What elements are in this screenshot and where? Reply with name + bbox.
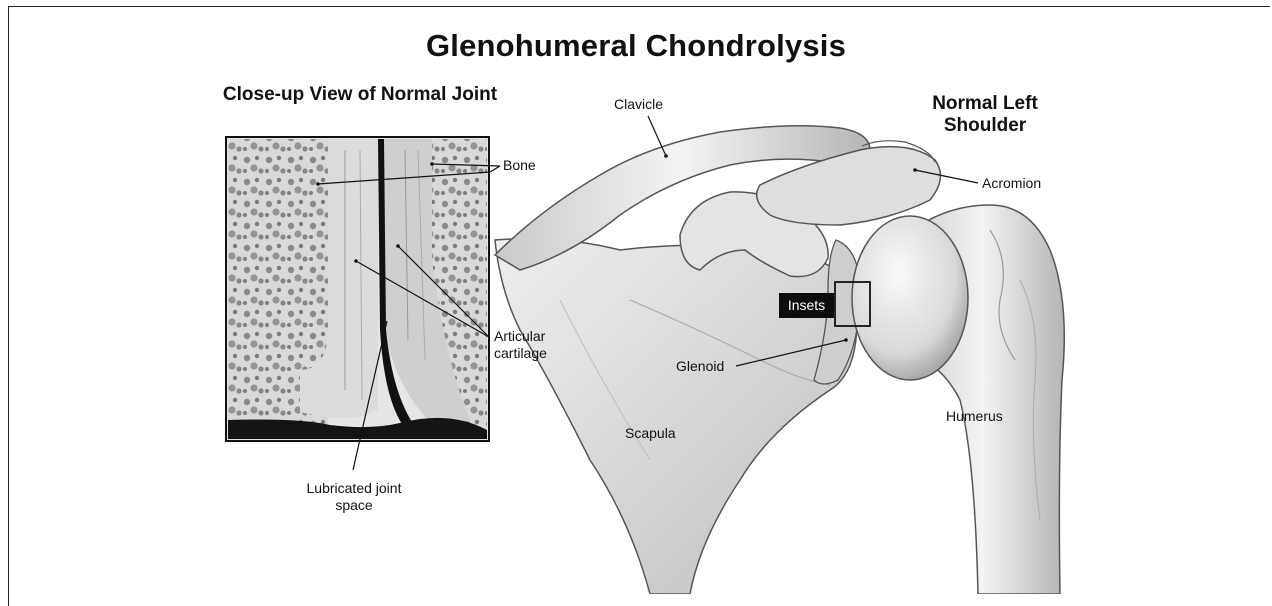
shoulder-heading: Normal Left Shoulder [900, 93, 1070, 137]
inset-heading: Close-up View of Normal Joint [222, 84, 498, 106]
label-glenoid: Glenoid [676, 358, 724, 375]
label-bone: Bone [503, 157, 536, 174]
figure-title: Glenohumeral Chondrolysis [0, 28, 1272, 64]
label-acromion: Acromion [982, 175, 1041, 192]
label-clavicle: Clavicle [614, 96, 663, 113]
humerus [852, 205, 1064, 594]
label-scapula: Scapula [625, 425, 676, 442]
label-articular-cartilage: Articular cartilage [494, 328, 566, 362]
label-insets: Insets [779, 293, 834, 318]
label-joint-space: Lubricated joint space [304, 480, 404, 514]
label-humerus: Humerus [946, 408, 1003, 425]
closeup-inset [226, 137, 489, 441]
